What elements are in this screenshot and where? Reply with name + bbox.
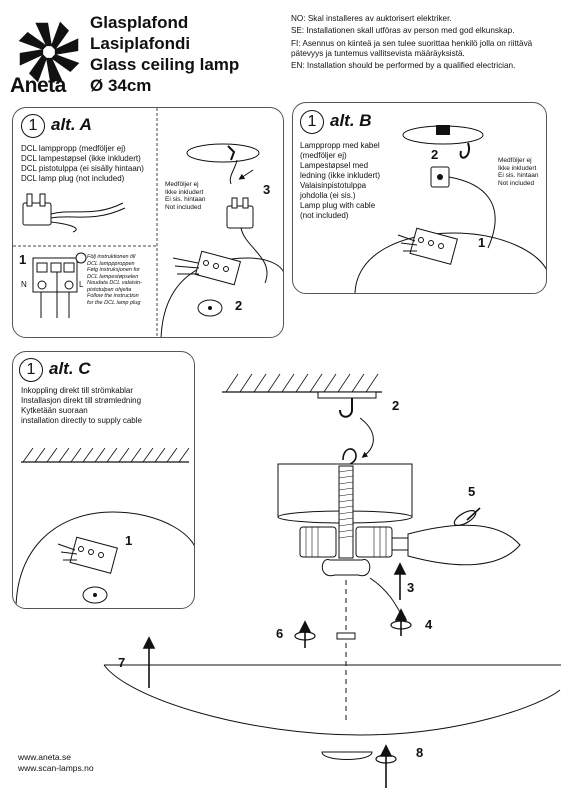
alt-c-label: alt. C bbox=[49, 359, 91, 378]
step-number-b: 1 bbox=[300, 110, 324, 134]
alt-b-label: alt. B bbox=[330, 111, 372, 130]
alt-b-line: (medföljer ej) bbox=[300, 151, 347, 160]
wiring-n-label: N bbox=[21, 280, 27, 289]
alt-c-line: Inkoppling direkt till strömkablar bbox=[21, 386, 134, 395]
not-included-line: Ikke inkludert bbox=[498, 164, 537, 172]
alt-a-panel: 1 alt. A DCL lamppropp (medföljer ej) DC… bbox=[12, 107, 284, 338]
alt-c-panel: 1 alt. C Inkoppling direkt till strömkab… bbox=[12, 351, 195, 609]
alt-b-line: ledning (ikke inkludert) bbox=[300, 171, 381, 180]
footer-links: www.aneta.se www.scan-lamps.no bbox=[18, 752, 94, 774]
alt-c-line: Kytketään suoraan bbox=[21, 406, 88, 415]
not-included-line: Medföljer ej bbox=[165, 181, 199, 188]
not-included-line: Medföljer ej bbox=[498, 157, 532, 164]
instruction-line: Follow the instruction bbox=[87, 293, 139, 299]
alt-a-number-3: 3 bbox=[263, 182, 271, 197]
alt-a-not-included: Medföljer ej Ikke inkludert Ei sis. hint… bbox=[165, 181, 205, 211]
alt-a-description: DCL lamppropp (medföljer ej) DCL lampest… bbox=[21, 144, 144, 184]
assembly-number-4: 4 bbox=[425, 617, 433, 632]
alt-a-instructions: Följ instruktionen till DCL lamppproppen… bbox=[87, 254, 142, 306]
product-title: Glasplafond Lasiplafondi Glass ceiling l… bbox=[90, 12, 239, 96]
alt-b-number-1: 1 bbox=[478, 235, 486, 250]
alt-c-line: Installasjon direkt till strømledning bbox=[21, 396, 142, 405]
not-included-line: Ei sis. hintaan bbox=[165, 196, 206, 204]
installation-warnings: NO: Skal installeres av auktorisert elek… bbox=[291, 14, 553, 73]
assembly-number-8: 8 bbox=[416, 745, 424, 760]
brand-name: Aneta bbox=[10, 74, 66, 97]
alt-b-line: (not included) bbox=[300, 211, 349, 220]
step-number-a: 1 bbox=[21, 114, 45, 138]
assembly-number-6: 6 bbox=[276, 626, 284, 641]
alt-c-number-1: 1 bbox=[125, 533, 133, 548]
not-included-line: Not included bbox=[165, 203, 202, 211]
alt-b-number-2: 2 bbox=[431, 147, 439, 162]
instruction-line: Følg instruksjonen for bbox=[87, 267, 140, 273]
alt-a-line: DCL lamppropp (medföljer ej) bbox=[21, 144, 126, 153]
not-included-line: Ei sis. hintaan bbox=[498, 172, 539, 180]
not-included-line: Ikke inkludert bbox=[165, 188, 204, 196]
alt-a-label: alt. A bbox=[51, 115, 92, 134]
alt-c-line: installation directly to supply cable bbox=[21, 416, 142, 425]
instruction-line: for the DCL lamp plug bbox=[87, 299, 141, 306]
alt-b-line: Lamp plug with cable bbox=[300, 201, 376, 210]
alt-a-number-2: 2 bbox=[235, 298, 243, 313]
not-included-line: Not included bbox=[498, 179, 535, 187]
aneta-logo-icon bbox=[18, 21, 80, 83]
alt-a-line: DCL lamp plug (not included) bbox=[21, 174, 125, 183]
alt-c-description: Inkoppling direkt till strömkablar Insta… bbox=[21, 386, 142, 426]
assembly-number-5: 5 bbox=[468, 484, 476, 499]
wiring-l-label: L bbox=[79, 280, 84, 289]
warning-se: SE: Installationen skall utföras av pers… bbox=[291, 26, 515, 36]
footer-link-aneta[interactable]: www.aneta.se bbox=[18, 752, 71, 762]
alt-a-drawing bbox=[13, 108, 283, 337]
warning-en: EN: Installation should be performed by … bbox=[291, 61, 516, 71]
instruction-line: DCL lamppproppen bbox=[87, 260, 135, 267]
instruction-line: Noudata DCL valaisin- bbox=[87, 280, 142, 286]
alt-b-line: johdolla (ei sis.) bbox=[300, 191, 356, 200]
alt-b-description: Lamppropp med kabel (medföljer ej) Lampe… bbox=[300, 141, 380, 221]
alt-b-drawing bbox=[354, 125, 546, 293]
assembly-number-7: 7 bbox=[118, 655, 126, 670]
alt-a-line: DCL lampestøpsel (ikke inkludert) bbox=[21, 154, 141, 163]
alt-c-drawing bbox=[15, 447, 194, 608]
step-number-c: 1 bbox=[19, 358, 43, 382]
warning-no: NO: Skal installeres av auktorisert elek… bbox=[291, 14, 452, 23]
assembly-number-2: 2 bbox=[392, 398, 400, 413]
instruction-line: Följ instruktionen till bbox=[87, 254, 136, 260]
assembly-number-3: 3 bbox=[407, 580, 415, 595]
wiring-step-number: 1 bbox=[19, 252, 27, 267]
alt-b-panel: 1 alt. B Lamppropp med kabel (medföljer … bbox=[292, 102, 547, 294]
title-fi: Lasiplafondi bbox=[90, 34, 191, 53]
instruction-line: pistotulpan ohjeita bbox=[87, 286, 132, 293]
title-se: Glasplafond bbox=[90, 13, 189, 32]
instruction-line: DCL lampestøpselen bbox=[87, 273, 139, 280]
warning-fi: FI: Asennus on kiinteä ja sen tulee suor… bbox=[291, 38, 533, 58]
alt-b-line: Valaisinpistotulppa bbox=[300, 181, 367, 190]
alt-b-line: Lamppropp med kabel bbox=[300, 141, 380, 150]
alt-b-not-included: Medföljer ej Ikke inkludert Ei sis. hint… bbox=[498, 157, 538, 187]
alt-b-line: Lampestøpsel med bbox=[300, 161, 369, 170]
alt-a-line: DCL pistotulppa (ei sisälly hintaan) bbox=[21, 164, 144, 173]
title-en: Glass ceiling lamp bbox=[90, 55, 240, 74]
title-size: Ø 34cm bbox=[90, 76, 152, 95]
footer-link-scan-lamps[interactable]: www.scan-lamps.no bbox=[18, 763, 94, 773]
